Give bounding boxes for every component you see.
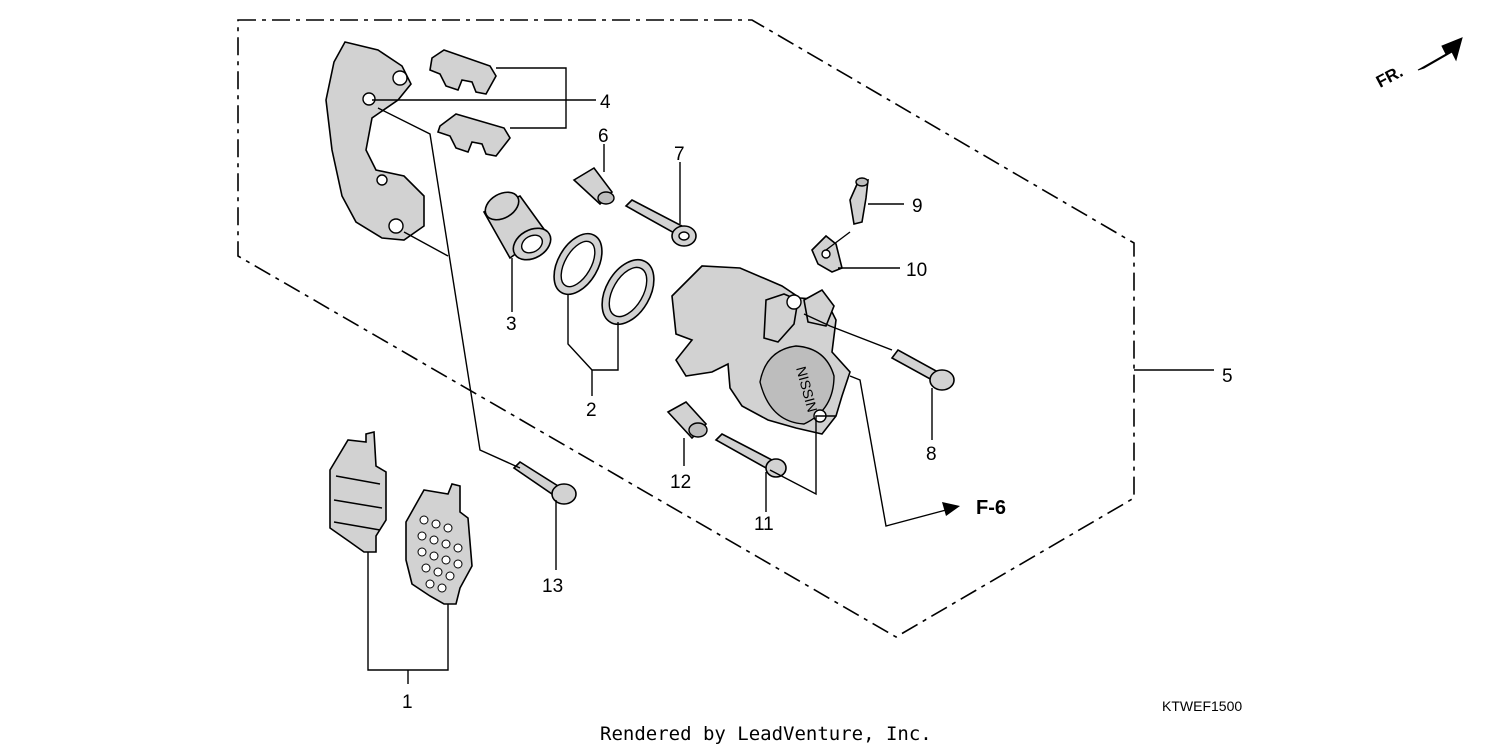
footer-credit: Rendered by LeadVenture, Inc. [600,723,932,745]
callout-10: 10 [906,260,927,281]
brake-pad-outer[interactable] [405,483,473,605]
leader-lines [367,67,1214,684]
callout-2: 2 [586,400,597,421]
pad-retainer-lower[interactable] [436,113,511,157]
piston-seal-set[interactable] [544,225,664,333]
callout-1: 1 [402,692,413,713]
reference-arrow-head [942,502,960,516]
pin-boot-upper[interactable] [572,166,615,206]
front-indicator: FR. [1373,37,1463,92]
caliper-bracket[interactable] [325,41,425,241]
reference-label[interactable]: F-6 [976,497,1006,519]
assembly-boundary [237,19,1135,638]
callout-6: 6 [598,126,609,147]
diagram-code: KTWEF1500 [1162,698,1242,714]
caliper-pin-lower[interactable] [714,433,787,478]
caliper-bolt[interactable] [890,348,955,391]
pad-retainer-upper[interactable] [429,49,497,95]
pin-boot-lower[interactable] [666,400,708,440]
callout-13: 13 [542,576,563,597]
callout-9: 9 [912,196,923,217]
bracket-bolt[interactable] [512,460,577,505]
brake-pad-inner[interactable] [329,430,387,553]
front-arrow-icon [1417,37,1463,71]
callout-5: 5 [1222,366,1233,387]
caliper-piston[interactable] [480,187,556,267]
front-indicator-label: FR. [1373,62,1406,92]
callout-3: 3 [506,314,517,335]
callout-4: 4 [600,92,611,113]
callout-12: 12 [670,472,691,493]
bleed-valve[interactable] [849,177,869,225]
callout-8: 8 [926,444,937,465]
callout-7: 7 [674,144,685,165]
callout-11: 11 [754,514,774,535]
caliper-pin-upper[interactable] [624,199,697,247]
caliper-body[interactable]: NISSIN [671,265,851,435]
